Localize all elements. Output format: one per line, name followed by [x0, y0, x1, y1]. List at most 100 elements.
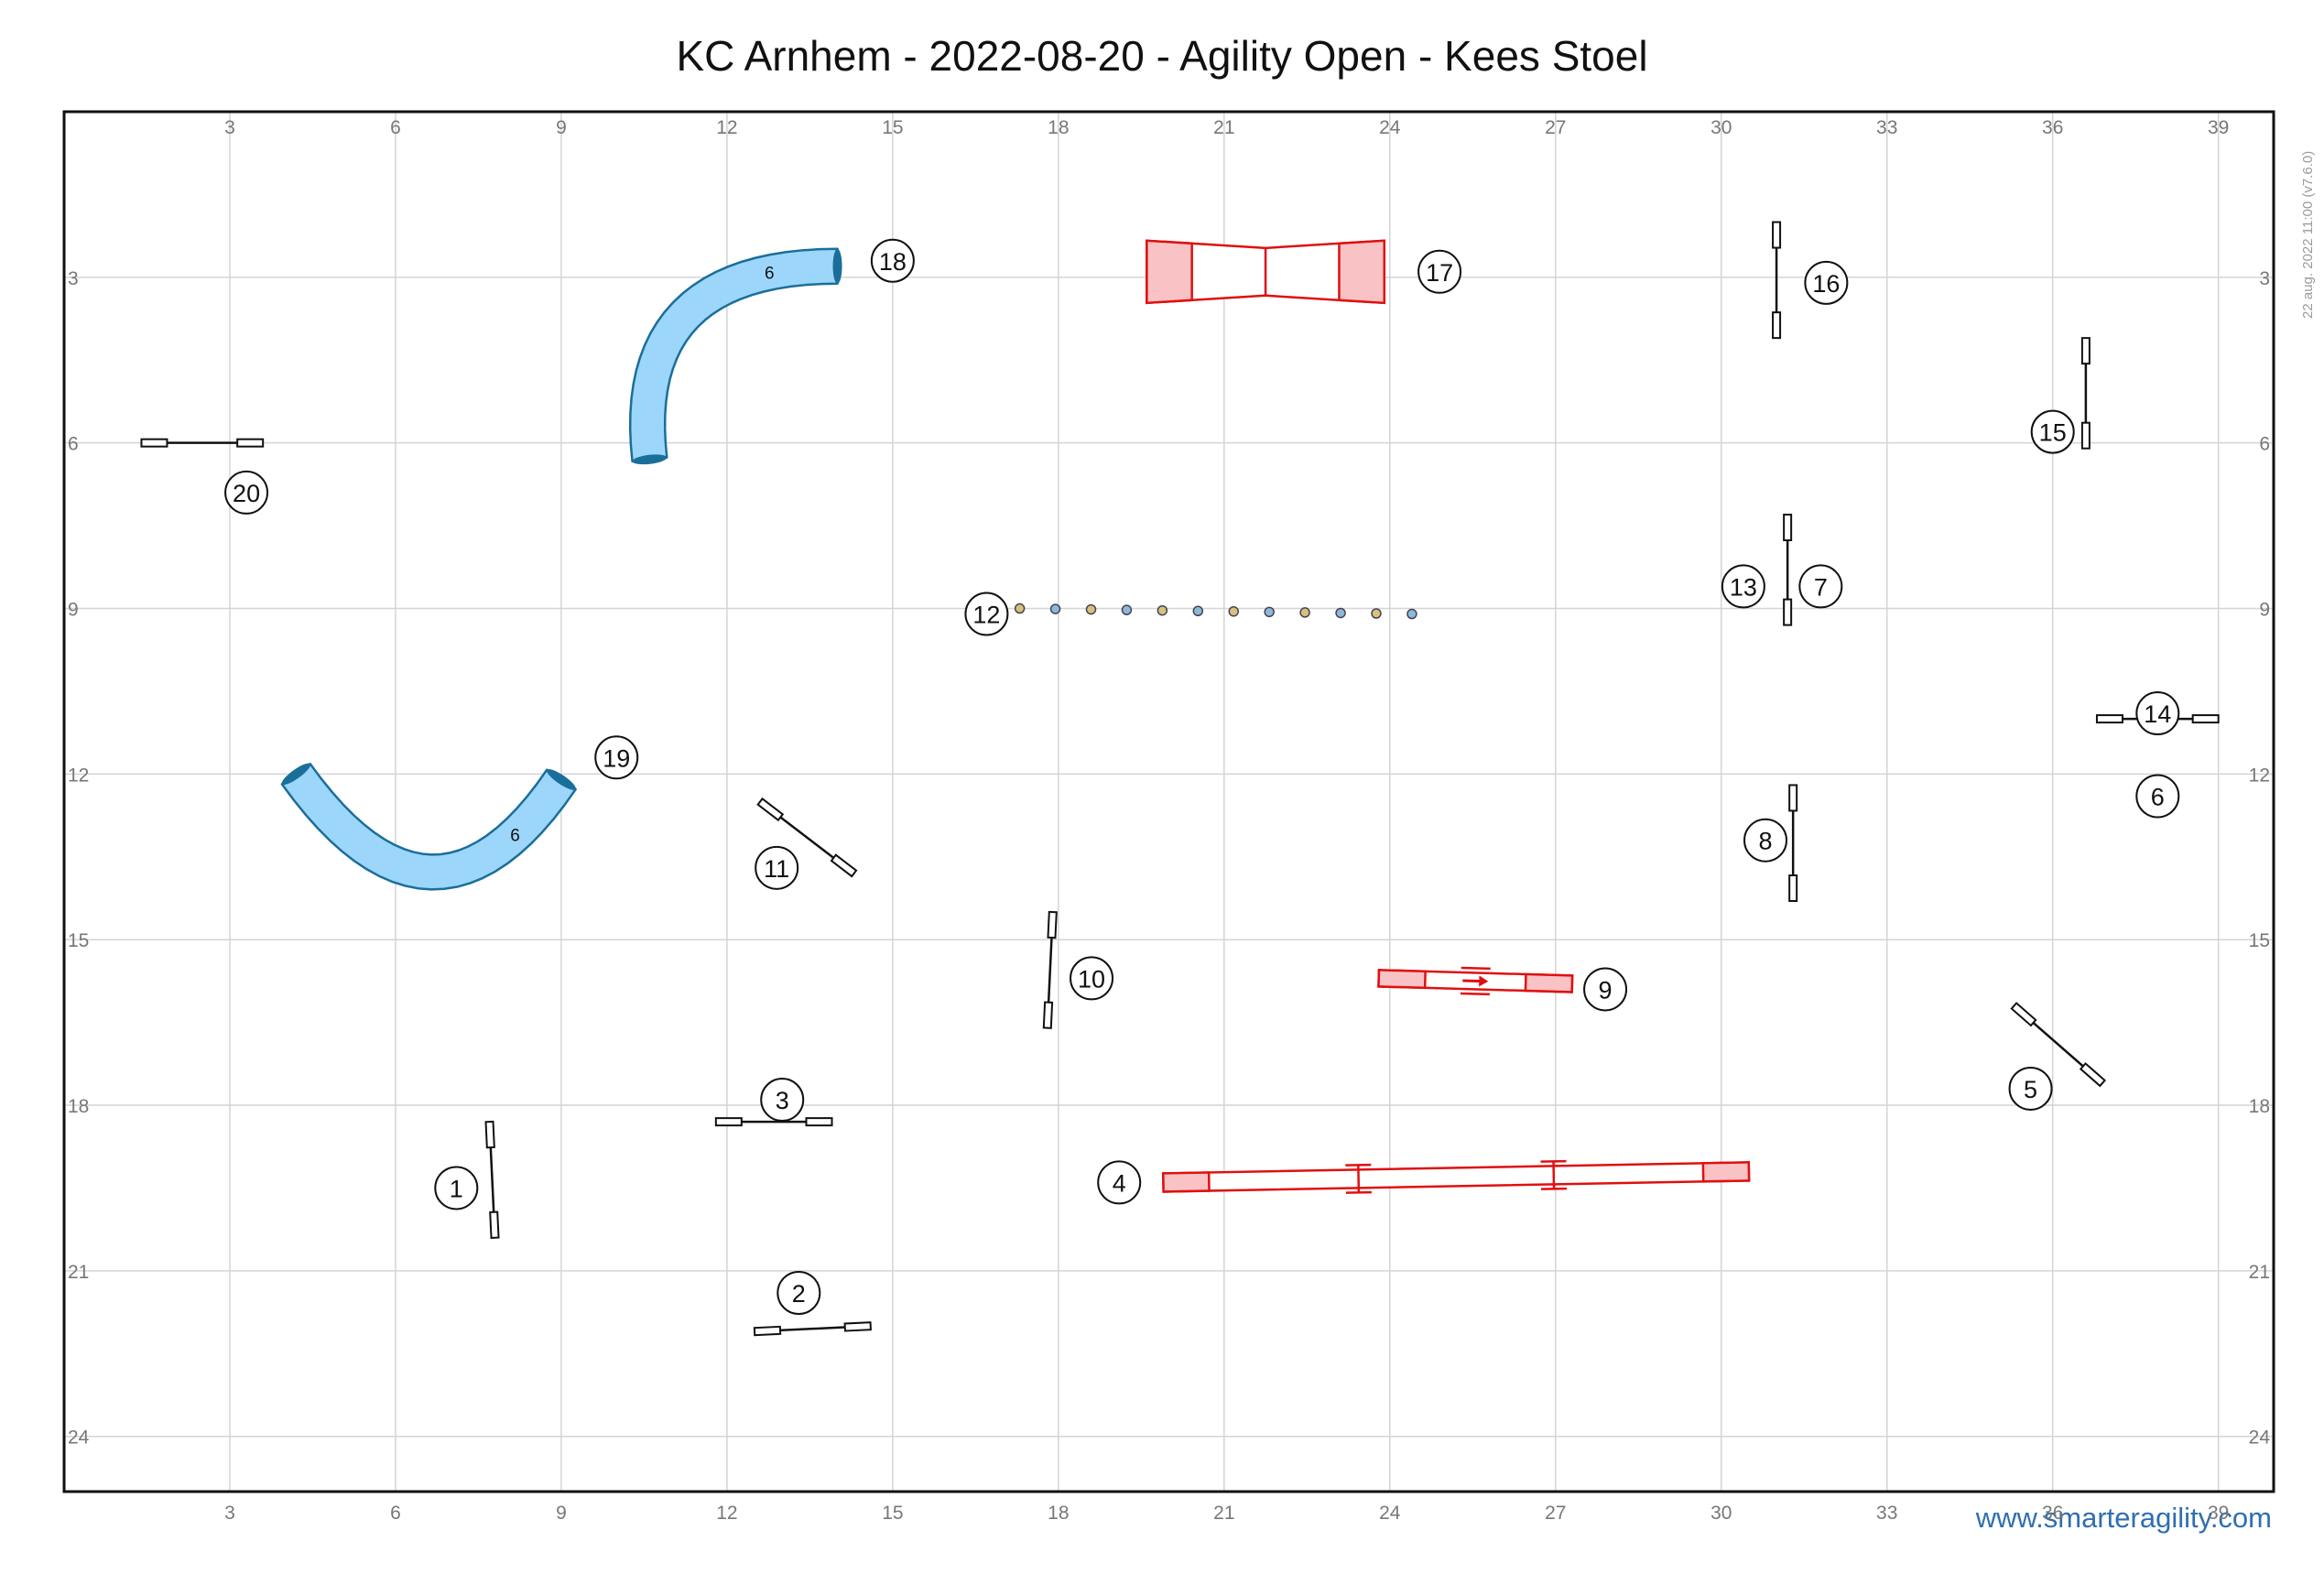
seesaw-arrow-head: [1479, 975, 1489, 987]
jump-wing: [1047, 910, 1058, 939]
weave-pole: [1406, 608, 1417, 620]
number-label: 19: [603, 744, 630, 772]
dogwalk-support: [1552, 1161, 1556, 1189]
number-label: 10: [1078, 965, 1105, 993]
x-tick-top: 27: [1545, 117, 1566, 138]
y-tick-left: 3: [68, 268, 79, 289]
weave-pole: [1157, 604, 1168, 616]
jump-wing: [843, 1321, 872, 1332]
tunnel-opening: [281, 763, 311, 786]
weave-pole: [1264, 606, 1275, 618]
field-border: [62, 110, 2275, 1493]
y-tick-right: 18: [2249, 1096, 2270, 1117]
weave-pole: [1049, 603, 1061, 614]
y-tick-left: 6: [68, 434, 79, 455]
x-tick-bottom: 9: [556, 1503, 567, 1524]
weave-number: 12: [964, 592, 1009, 636]
seesaw-number: 9: [1583, 967, 1628, 1012]
jump-10: [1042, 910, 1058, 1029]
x-tick-top: 3: [224, 117, 235, 138]
y-tick-right: 9: [2259, 600, 2270, 621]
y-tick-left: 15: [68, 930, 89, 951]
seesaw: [1377, 966, 1574, 996]
tunnel-19: 6: [280, 763, 577, 891]
number-label: 1: [450, 1175, 463, 1202]
jump-number-8: 8: [1743, 818, 1788, 863]
number-circle: [1070, 956, 1114, 1001]
jump-number-3: 3: [760, 1078, 805, 1123]
seesaw-contact: [1524, 972, 1574, 993]
number-label: 18: [879, 248, 907, 276]
number-circle: [434, 1166, 479, 1210]
weave-pole: [1121, 604, 1133, 615]
number-label: 12: [972, 602, 1000, 629]
x-tick-top: 30: [1710, 117, 1732, 138]
y-tick-right: 6: [2259, 434, 2270, 455]
x-tick-bottom: 3: [224, 1503, 235, 1524]
tunnel-opening: [632, 454, 668, 465]
number-label: 8: [1758, 828, 1772, 855]
jump-wing: [2191, 714, 2220, 724]
weave-pole: [1371, 608, 1382, 619]
jump-wing: [714, 1117, 743, 1127]
x-tick-top: 6: [390, 117, 401, 138]
number-label: 7: [1814, 573, 1828, 601]
jump-8: [1788, 784, 1798, 903]
number-label: 2: [792, 1280, 806, 1308]
number-circle: [1583, 967, 1628, 1012]
number-circle: [870, 238, 915, 283]
brand-link[interactable]: www.smarteragility.com: [1975, 1502, 2272, 1534]
jump-number-1: 1: [434, 1166, 479, 1210]
number-label: 4: [1113, 1169, 1126, 1197]
number-label: 9: [1599, 976, 1613, 1004]
y-tick-left: 18: [68, 1096, 89, 1117]
jump-number-6: 6: [2135, 774, 2180, 819]
number-circle: [755, 845, 799, 890]
number-circle: [1721, 564, 1765, 609]
tunnel-opening: [546, 768, 576, 790]
seesaw-pivot: [1461, 966, 1491, 971]
x-tick-bottom: 24: [1379, 1503, 1401, 1524]
obstacle-number-14: 14: [2135, 691, 2180, 736]
tunnel-number-18: 18: [870, 238, 915, 283]
x-tick-top: 24: [1379, 117, 1401, 138]
grid-lines: [64, 112, 2274, 1492]
jump-wing: [1783, 514, 1793, 542]
number-circle: [2008, 1066, 2053, 1111]
jump-number-11: 11: [755, 845, 799, 890]
jump-wing: [489, 1210, 500, 1239]
number-circle: [1798, 564, 1843, 609]
number-circle: [1743, 818, 1788, 863]
y-tick-left: 9: [68, 600, 79, 621]
jump-number-10: 10: [1070, 956, 1114, 1001]
weave-pole: [1192, 605, 1204, 617]
jump-3: [714, 1117, 833, 1127]
dogwalk-support: [1345, 1190, 1372, 1194]
number-circle: [1417, 249, 1462, 294]
x-tick-bottom: 6: [390, 1503, 401, 1524]
jump-number-20: 20: [224, 470, 269, 515]
jump-1: [484, 1120, 500, 1239]
number-label: 16: [1812, 270, 1840, 298]
jump-wing: [236, 438, 265, 448]
y-tick-left: 12: [68, 765, 89, 786]
y-tick-right: 24: [2249, 1427, 2271, 1449]
x-tick-bottom: 36: [2042, 1503, 2063, 1524]
x-tick-bottom: 27: [1545, 1503, 1566, 1524]
number-label: 5: [2024, 1076, 2037, 1103]
x-tick-bottom: 33: [1876, 1503, 1897, 1524]
aframe-number: 17: [1417, 249, 1462, 294]
number-circle: [776, 1270, 821, 1315]
obstacle-number-7: 7: [1798, 564, 1843, 609]
number-circle: [2030, 409, 2075, 454]
number-circle: [2135, 691, 2180, 736]
y-tick-right: 21: [2249, 1262, 2270, 1283]
jump-wing: [1788, 784, 1798, 812]
number-circle: [1097, 1160, 1142, 1205]
jump-5: [2010, 1002, 2107, 1088]
aframe-contact: [1338, 239, 1386, 305]
x-tick-top: 39: [2208, 117, 2229, 138]
dogwalk: [1162, 1159, 1751, 1194]
jump-2: [753, 1321, 872, 1337]
